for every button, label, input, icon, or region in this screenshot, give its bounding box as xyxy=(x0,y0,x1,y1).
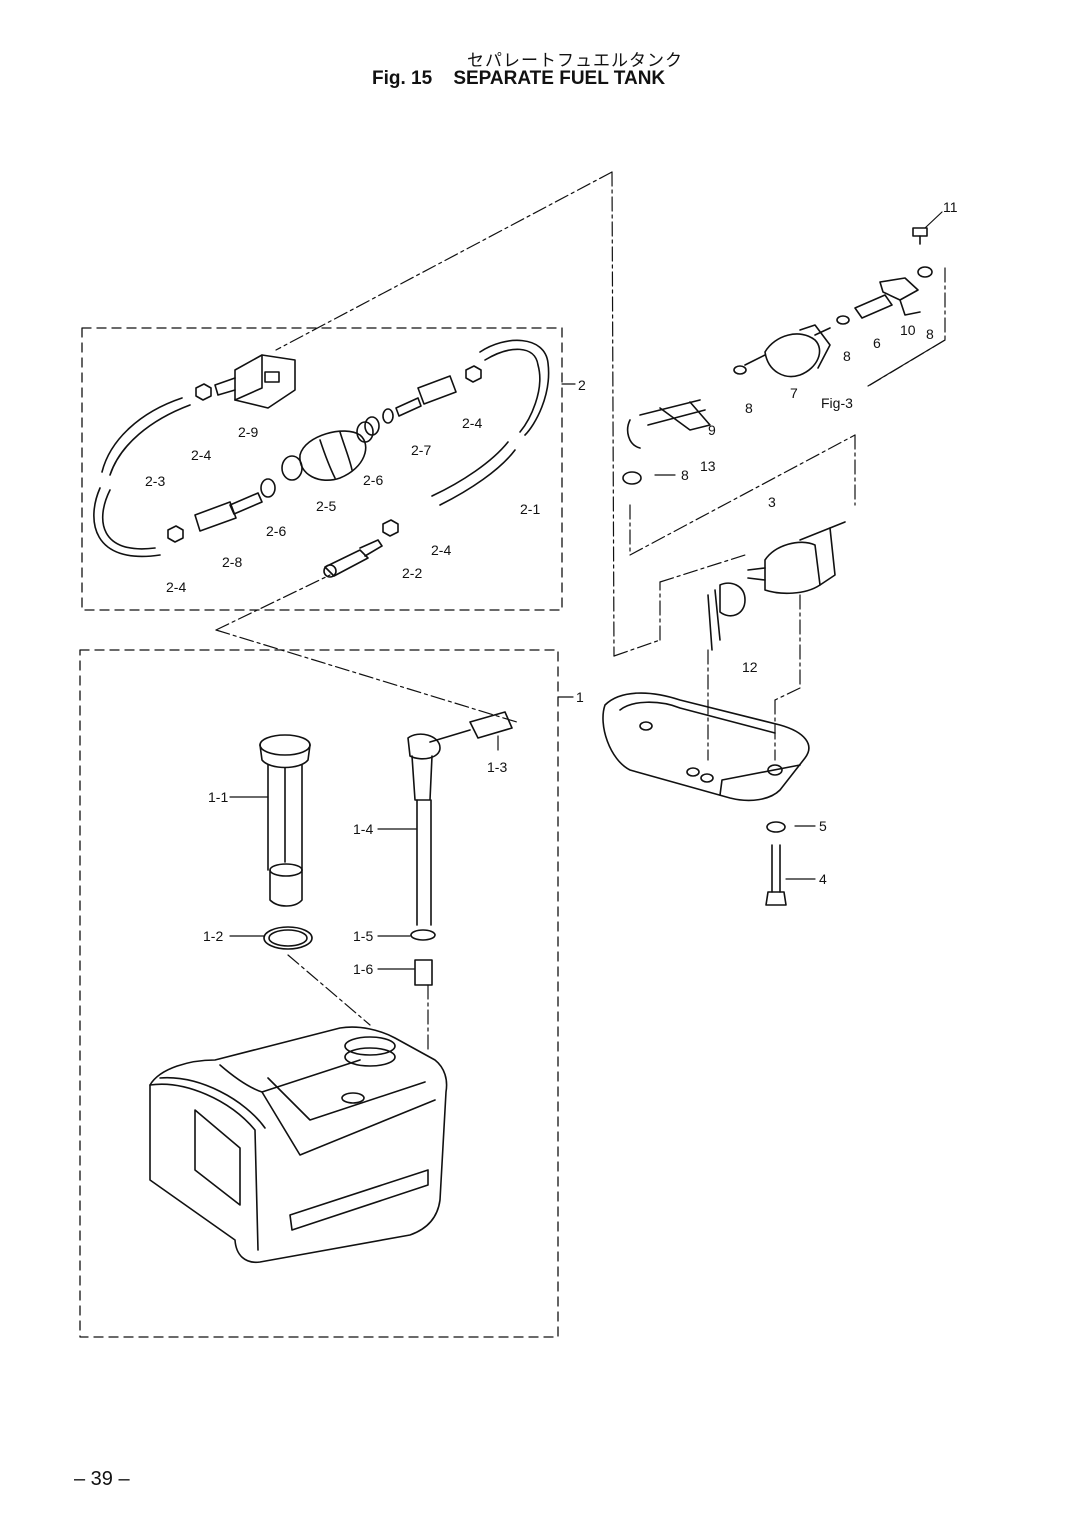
primer-hose-assembly xyxy=(93,339,550,578)
callout-8: 8 xyxy=(745,400,753,416)
figure-title-text: SEPARATE FUEL TANK xyxy=(453,68,666,89)
leader-lines xyxy=(229,211,946,970)
callout-2-4: 2-4 xyxy=(431,542,451,558)
connection-lines xyxy=(215,171,946,1051)
callout-8: 8 xyxy=(681,467,689,483)
callout-2-4: 2-4 xyxy=(191,447,211,463)
assembly-box-1 xyxy=(79,649,559,1338)
fuel-tank-assembly xyxy=(149,711,513,1264)
callout-2: 2 xyxy=(578,377,586,393)
callout-3: 3 xyxy=(768,494,776,510)
callout-2-8: 2-8 xyxy=(222,554,242,570)
callout-1-6: 1-6 xyxy=(353,961,373,977)
callout-labels: 2 2-9 2-4 2-3 2-4 2-7 2-6 2-5 2-1 2-6 2-… xyxy=(145,199,958,977)
callout-2-4: 2-4 xyxy=(166,579,186,595)
callout-2-6: 2-6 xyxy=(266,523,286,539)
callout-1-3: 1-3 xyxy=(487,759,507,775)
callout-5: 5 xyxy=(819,818,827,834)
callout-8: 8 xyxy=(926,326,934,342)
figure-title: Fig. 15 SEPARATE FUEL TANK xyxy=(372,68,665,90)
callout-4: 4 xyxy=(819,871,827,887)
title-japanese: セパレートフュエルタンク xyxy=(467,51,683,71)
callout-11: 11 xyxy=(943,199,958,215)
callout-9: 9 xyxy=(708,422,716,438)
callout-2-3: 2-3 xyxy=(145,473,165,489)
callout-1-4: 1-4 xyxy=(353,821,373,837)
assembly-box-2 xyxy=(81,327,563,611)
callout-7: 7 xyxy=(790,385,798,401)
fuel-connector-parts xyxy=(602,227,933,906)
callout-1-5: 1-5 xyxy=(353,928,373,944)
callout-6: 6 xyxy=(873,335,881,351)
callout-2-5: 2-5 xyxy=(316,498,336,514)
callout-1-2: 1-2 xyxy=(203,928,223,944)
callout-2-6: 2-6 xyxy=(363,472,383,488)
callout-2-7: 2-7 xyxy=(411,442,431,458)
callout-2-2: 2-2 xyxy=(402,565,422,581)
callout-2-4: 2-4 xyxy=(462,415,482,431)
callout-2-1: 2-1 xyxy=(520,501,540,517)
callout-1: 1 xyxy=(576,689,584,705)
figure-label: Fig. 15 xyxy=(372,68,433,89)
callout-2-9: 2-9 xyxy=(238,424,258,440)
figure-reference: Fig-3 xyxy=(821,395,853,411)
callout-12: 12 xyxy=(742,659,758,675)
callout-10: 10 xyxy=(900,322,916,338)
callout-13: 13 xyxy=(700,458,716,474)
callout-1-1: 1-1 xyxy=(208,789,228,805)
callout-8: 8 xyxy=(843,348,851,364)
page-number: – 39 – xyxy=(74,1468,130,1490)
